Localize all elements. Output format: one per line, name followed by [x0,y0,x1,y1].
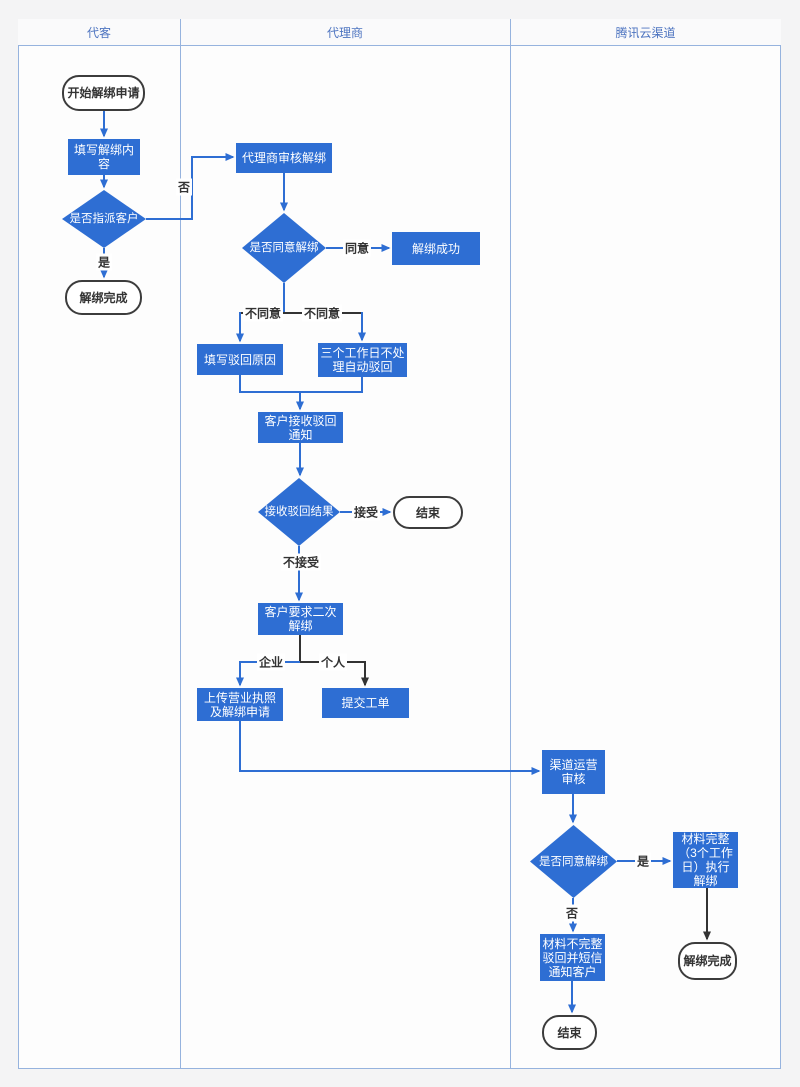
flowchart-canvas [18,19,781,1069]
edge-label-3: 不同意 [242,304,284,322]
node-agent-review-unbind: 代理商审核解绑 [236,143,332,173]
edge-label-1: 是 [95,253,113,271]
node-unbind-complete-channel: 解绑完成 [678,942,737,980]
edge-label-6: 不接受 [280,553,322,571]
lane-title-tencent-channel: 腾讯云渠道 [615,26,676,40]
edge-label-0: 否 [175,178,193,196]
node-auto-reject-3-workdays: 三个工作日不处 理自动驳回 [318,343,407,377]
lane-divider-1 [180,19,181,1069]
lane-title-agent: 代理商 [326,26,363,40]
node-submit-ticket: 提交工单 [322,688,409,718]
node-end-agent: 结束 [393,496,463,529]
node-fill-unbind-content: 填写解绑内 容 [68,139,140,175]
edge-label-4: 不同意 [301,304,343,322]
node-fill-reject-reason: 填写驳回原因 [197,344,283,375]
node-materials-complete-execute: 材料完整 （3个工作 日）执行 解绑 [673,832,738,888]
node-customer-second-unbind: 客户要求二次 解绑 [258,603,343,635]
swimlane-header-row [18,19,781,46]
node-start-unbind-request: 开始解绑申请 [62,75,145,111]
node-materials-incomplete-reject: 材料不完整 驳回并短信 通知客户 [540,934,605,981]
edge-label-9: 是 [634,852,652,870]
connector-18 [239,721,541,775]
edge-label-7: 企业 [256,653,286,671]
edge-label-2: 同意 [342,239,372,257]
edge-label-10: 否 [563,904,581,922]
node-customer-receive-reject-notice: 客户接收驳回 通知 [258,412,343,443]
node-unbind-success: 解绑成功 [392,232,480,265]
connector-10 [239,375,363,393]
node-channel-ops-review: 渠道运营 审核 [542,750,605,794]
lane-title-customer: 代客 [86,26,111,40]
lane-divider-2 [510,19,511,1069]
node-unbind-complete-customer: 解绑完成 [65,280,142,315]
node-upload-business-license: 上传营业执照 及解绑申请 [197,688,283,721]
node-end-channel: 结束 [542,1015,597,1050]
edge-label-5: 接受 [351,503,381,521]
edge-label-8: 个人 [318,653,348,671]
